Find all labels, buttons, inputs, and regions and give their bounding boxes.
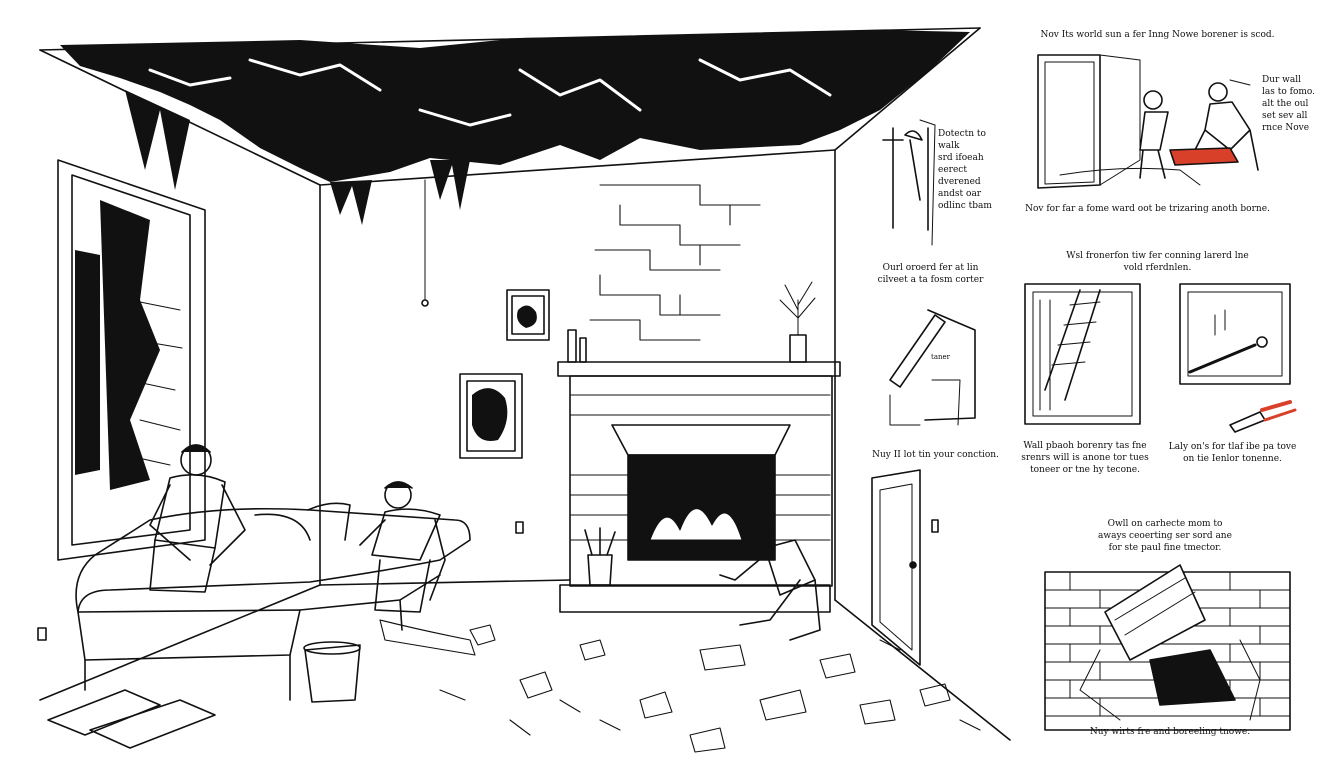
ceiling-damage — [60, 30, 970, 225]
middle-header: Wsl fronerfon tiw fer conning larerd lne… — [1066, 251, 1249, 273]
worker-left — [149, 444, 246, 593]
panel-brick-wall — [1044, 564, 1291, 731]
top-right-below-caption: Nov for far a fome ward oot be trizaring… — [1025, 204, 1270, 214]
window — [57, 159, 206, 561]
bottom-header: Owll on carhecte mom to aways ceoerting … — [1098, 519, 1232, 553]
tools-note: Dotectn to walk srd ifoeah eerect dveren… — [938, 129, 992, 211]
panel-tools-vertical — [882, 119, 936, 246]
small-diagram-label: taner — [931, 353, 950, 361]
middle-right-caption: Laly on's for tlaf ibe pa tove on tie Ie… — [1168, 442, 1297, 464]
sofa — [75, 502, 471, 701]
top-right-header: Nov Its world sun a fer Inng Nowe borene… — [1040, 30, 1275, 40]
switch-icon — [37, 627, 47, 641]
panel-cut-diagram — [889, 309, 976, 426]
fireplace — [557, 361, 841, 613]
cut-note: Ourl oroerd fer at lin cilveet a ta fosm… — [877, 263, 984, 285]
door — [871, 469, 939, 666]
ceiling-cracks — [148, 58, 832, 127]
panel-tools-frame — [1179, 283, 1291, 385]
panel-ladder-frame — [1024, 283, 1141, 425]
bucket — [303, 641, 361, 703]
wall-picture-upper — [506, 289, 550, 341]
panel-top-scene — [1037, 54, 1259, 189]
top-right-side-note: Dur wall las to fomo. alt the oul set se… — [1262, 75, 1316, 133]
cut-bottom-caption: Nuy II lot tin your conction. — [872, 450, 999, 460]
brush-cup — [584, 527, 616, 586]
hanging-cord — [421, 179, 429, 307]
exposed-brick-pattern — [589, 184, 761, 341]
worker-right — [719, 521, 821, 641]
papers-floor — [47, 689, 216, 749]
red-tools — [1229, 400, 1297, 433]
wall-picture-lower — [459, 373, 523, 459]
worker-middle — [359, 481, 446, 613]
outlet-icon — [515, 521, 524, 534]
middle-left-caption: Wall pbaoh borenry tas fne srenrs will i… — [1021, 441, 1149, 475]
floor-debris — [379, 619, 981, 753]
mantel-items — [567, 281, 816, 363]
bottom-caption: Nuy wirts fre and boreeling tnowe. — [1089, 727, 1251, 737]
